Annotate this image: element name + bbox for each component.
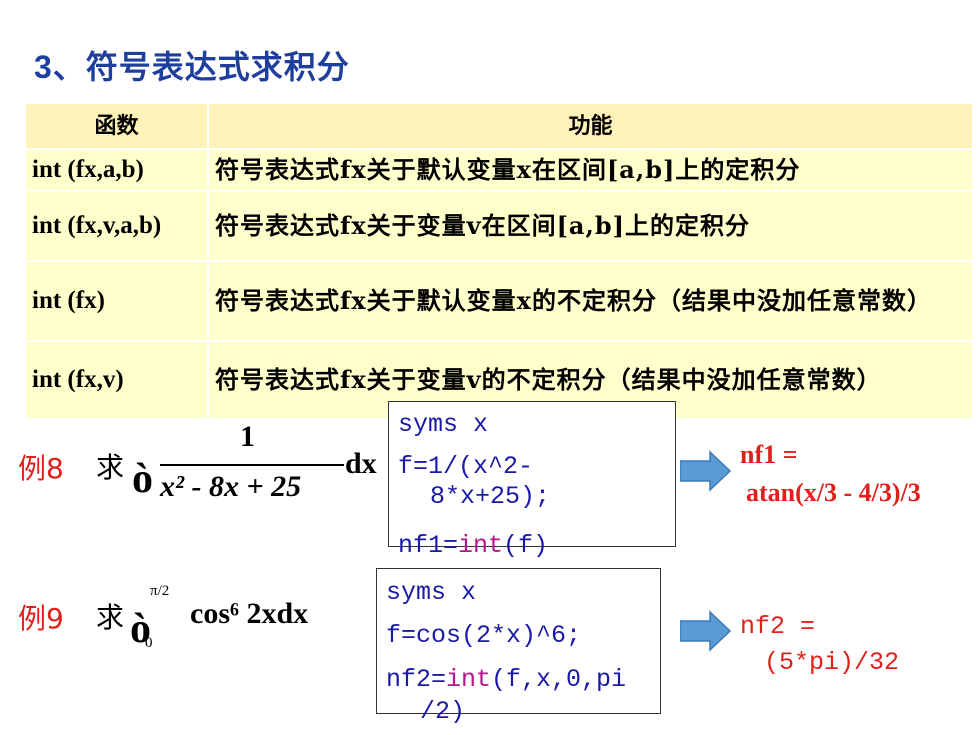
table-row: int (fx,a,b) 符号表达式fx关于默认变量x在区间[a,b]上的定积分 [24,148,974,192]
code-arg: (f) [503,531,549,560]
code-line: f=cos(2*x)^6; [386,621,582,650]
row-description: 符号表达式fx关于变量v的不定积分（结果中没加任意常数） [207,340,974,420]
code-box-example8 [388,401,676,547]
result9-line2: (5*pi)/32 [764,648,900,677]
row-function: int (fx,a,b) [24,148,209,192]
code-line: f=1/(x^2- [398,452,534,481]
result8-line1: nf1 = [740,440,798,469]
code-keyword: int [458,531,504,560]
example8-dx: dx [345,447,377,480]
row-description: 符号表达式fx关于默认变量x的不定积分（结果中没加任意常数） [207,260,974,342]
code-var: nf1= [398,531,459,560]
code-keyword: int [446,665,492,694]
result8-line2: atan(x/3 - 4/3)/3 [746,478,921,507]
table-header-row: 函数 功能 [24,102,974,150]
row-description: 符号表达式fx关于变量v在区间[a,b]上的定积分 [207,190,974,262]
example8-numerator: 1 [240,420,255,453]
page-title: 3、符号表达式求积分 [34,49,350,85]
table-row: int (fx,v) 符号表达式fx关于变量v的不定积分（结果中没加任意常数） [24,340,974,420]
example8-denominator: x² - 8x + 25 [160,470,302,503]
code-var: nf2= [386,665,447,694]
code-line: 8*x+25); [430,482,551,511]
code-box-example9 [376,568,661,714]
row-function: int (fx,v,a,b) [24,190,209,262]
code-line: nf1=int(f) [398,531,548,561]
table-row: int (fx) 符号表达式fx关于默认变量x的不定积分（结果中没加任意常数） [24,260,974,342]
lower-limit: 0 [145,635,153,651]
example9-label: 例9 [18,602,64,635]
upper-limit: π/2 [150,583,170,599]
code-line: nf2=int(f,x,0,pi [386,665,626,695]
example9-integrand: cos⁶ 2xdx [190,597,309,630]
result9-line1: nf2 = [740,612,816,641]
code-line: syms x [398,410,489,439]
arrow-right-icon [680,610,732,652]
header-function: 函数 [24,102,209,150]
code-line: syms x [386,578,477,607]
code-arg: (f,x,0,pi [491,665,627,694]
row-function: int (fx) [24,260,209,342]
example8-label: 例8 [18,452,64,485]
row-function: int (fx,v) [24,340,209,420]
example9-qiu: 求 [96,601,125,634]
integral-sign-icon: ò [132,456,153,502]
example8-qiu: 求 [96,451,125,484]
arrow-right-icon [680,450,732,492]
fraction-bar [160,464,344,466]
code-line: /2) [420,697,466,726]
function-table: 函数 功能 int (fx,a,b) 符号表达式fx关于默认变量x在区间[a,b… [24,102,974,420]
row-description: 符号表达式fx关于默认变量x在区间[a,b]上的定积分 [207,148,974,192]
header-description: 功能 [207,102,974,150]
table-row: int (fx,v,a,b) 符号表达式fx关于变量v在区间[a,b]上的定积分 [24,190,974,262]
integral-sign-icon: ò [130,606,151,652]
